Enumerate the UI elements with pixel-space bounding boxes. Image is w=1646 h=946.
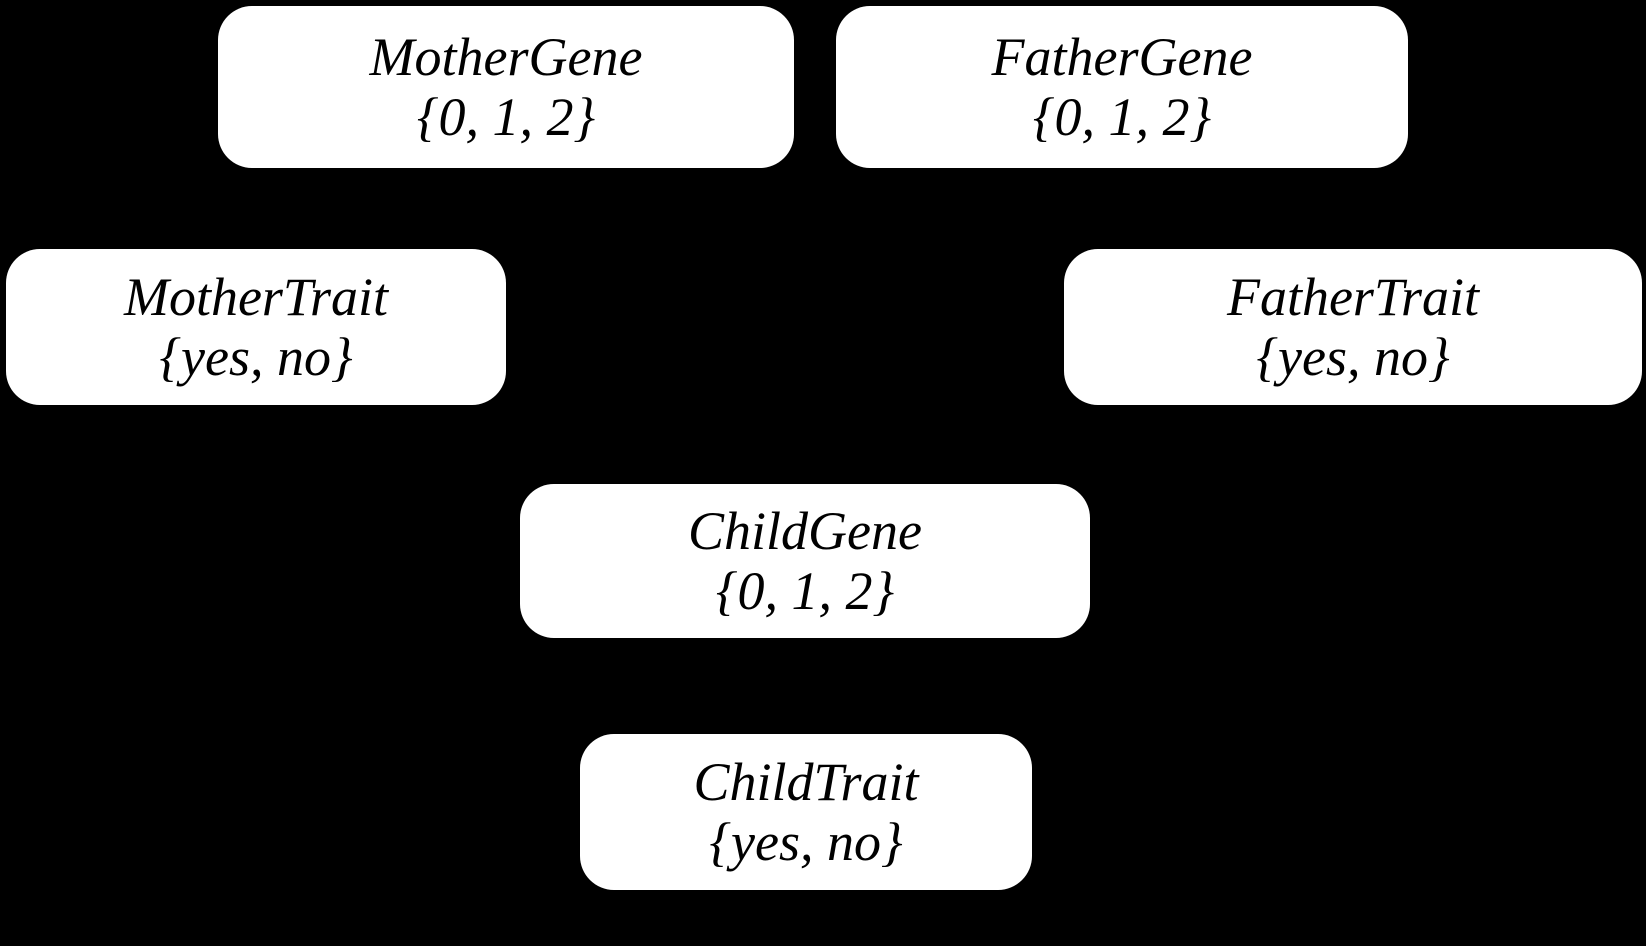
node-child-trait-label: ChildTrait (693, 751, 919, 812)
node-mother-trait-label: MotherTrait (123, 266, 389, 327)
node-mother-trait[interactable]: MotherTrait {yes, no} (6, 249, 506, 405)
node-child-trait-domain: {yes, no} (709, 812, 903, 872)
node-mother-trait-domain: {yes, no} (159, 327, 353, 387)
node-child-gene-domain: {0, 1, 2} (715, 561, 895, 621)
node-father-gene-label: FatherGene (991, 26, 1253, 87)
node-child-gene-label: ChildGene (688, 500, 922, 561)
node-child-trait[interactable]: ChildTrait {yes, no} (580, 734, 1032, 890)
node-child-gene[interactable]: ChildGene {0, 1, 2} (520, 484, 1090, 638)
node-father-trait-domain: {yes, no} (1256, 327, 1450, 387)
node-mother-gene-label: MotherGene (369, 26, 643, 87)
node-father-trait[interactable]: FatherTrait {yes, no} (1064, 249, 1642, 405)
node-father-gene-domain: {0, 1, 2} (1032, 87, 1212, 147)
node-mother-gene[interactable]: MotherGene {0, 1, 2} (218, 6, 794, 168)
node-father-gene[interactable]: FatherGene {0, 1, 2} (836, 6, 1408, 168)
node-mother-gene-domain: {0, 1, 2} (416, 87, 596, 147)
node-father-trait-label: FatherTrait (1226, 266, 1480, 327)
